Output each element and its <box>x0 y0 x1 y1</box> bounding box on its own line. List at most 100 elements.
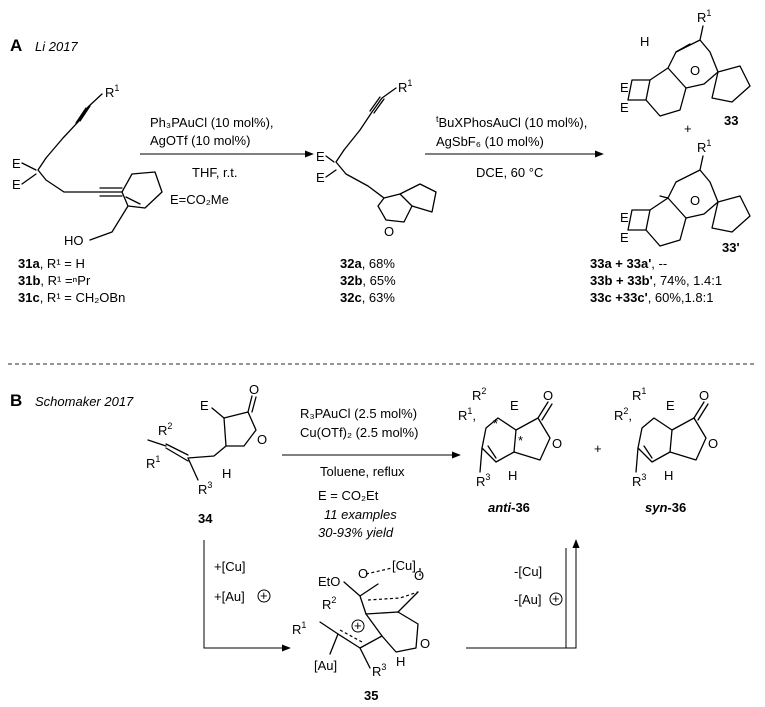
stereo-star-anti-1: * <box>493 416 498 431</box>
compound-31-structure: R1 E E HO <box>12 83 163 248</box>
b-reagent1: R₃PAuCl (2.5 mol%) <box>300 406 417 421</box>
label-31c: 31c, R¹ = CH₂OBn <box>18 290 125 305</box>
section-b: B Schomaker 2017 O O E R2 R1 R3 H 34 R₃P… <box>10 382 718 703</box>
label-32a: 32a, 68% <box>340 256 395 271</box>
compound-34-label: 34 <box>198 511 213 526</box>
ester-e-label-6: E <box>620 100 629 115</box>
step1-solvent: THF, r.t. <box>192 165 238 180</box>
ring-oxygen-35: O <box>420 636 430 651</box>
label-33b: 33b + 33b', 74%, 1.4:1 <box>590 273 722 288</box>
label-31b: 31b, R¹ =ⁿPr <box>18 273 91 288</box>
ester-e-label-2: E <box>12 177 21 192</box>
b-reagent2: Cu(OTf)₂ (2.5 mol%) <box>300 425 418 440</box>
r1-label-33: R1 <box>697 8 711 25</box>
charge-plus-au-add: + <box>260 588 268 603</box>
b-note: E = CO₂Et <box>318 488 379 503</box>
ring-oxygen-anti: O <box>552 436 562 451</box>
b-examples: 11 examples <box>324 507 397 522</box>
section-b-letter: B <box>10 391 22 410</box>
b-yield: 30-93% yield <box>318 525 394 540</box>
ester-e-label-34: E <box>200 398 209 413</box>
compound-32-structure: R1 E E O <box>316 78 437 239</box>
syn-36-label: syn-36 <box>645 500 686 515</box>
r3-label-35: R3 <box>372 662 386 679</box>
compound-33p-label: 33' <box>722 240 740 255</box>
r2-label-syn: R2, <box>614 406 632 423</box>
h-label-syn: H <box>664 468 673 483</box>
carbonyl-oxygen-anti: O <box>543 388 553 403</box>
ester-e-label-8: E <box>620 230 629 245</box>
furan-oxygen: O <box>384 224 394 239</box>
mechanism-arrow-in <box>203 540 291 652</box>
compound-34-structure: O O E R2 R1 R3 H 34 <box>146 382 267 526</box>
ester-e-syn: E <box>666 398 675 413</box>
section-a: A Li 2017 R1 E E HO Ph₃PAuCl (10 m <box>10 8 751 305</box>
carbonyl-oxygen-syn: O <box>699 388 709 403</box>
ester-e-label-3: E <box>316 149 325 164</box>
compound-anti-36-structure: O O E R2 R1, R3 H * * anti-36 <box>458 386 562 515</box>
ester-e-label-7: E <box>620 210 629 225</box>
label-31a: 31a, R¹ = H <box>18 256 85 271</box>
ethoxy-label-35: EtO <box>318 574 340 589</box>
compound-syn-36-structure: O O E R1 R2, R3 H syn-36 <box>614 386 718 515</box>
label-33c: 33c +33c', 60%,1.8:1 <box>590 290 713 305</box>
compound-35-structure: EtO [Cu] O O O [Au] R2 R1 + R3 H 35 <box>292 558 430 703</box>
bridgehead-h-33: H <box>640 34 649 49</box>
ester-e-anti: E <box>510 398 519 413</box>
label-32c: 32c, 63% <box>340 290 395 305</box>
ring-oxygen-34: O <box>257 432 267 447</box>
r3-label-34: R3 <box>198 480 212 497</box>
product-plus-a: + <box>684 121 692 136</box>
section-a-letter: A <box>10 36 22 55</box>
start-material-labels: 31a, R¹ = H 31b, R¹ =ⁿPr 31c, R¹ = CH₂OB… <box>18 256 125 305</box>
intermediate-labels: 32a, 68% 32b, 65% 32c, 63% <box>340 256 396 305</box>
rem-cu-label: -[Cu] <box>514 564 542 579</box>
stereo-star-anti-2: * <box>518 433 523 448</box>
compound-33-structure: R1 H O E E 33 <box>620 8 751 128</box>
r1-label-35: R1 <box>292 620 306 637</box>
r1-label: R1 <box>105 83 119 100</box>
product-plus-b: + <box>594 441 602 456</box>
r1-label-32: R1 <box>398 78 412 95</box>
product-labels: 33a + 33a', -- 33b + 33b', 74%, 1.4:1 33… <box>590 256 722 305</box>
compound-33-label: 33 <box>724 113 738 128</box>
r2-label-34: R2 <box>158 421 172 438</box>
charge-plus-au-rem: + <box>552 591 560 606</box>
step1-note: E=CO₂Me <box>170 192 229 207</box>
rem-au-label: -[Au] <box>514 592 541 607</box>
h-label-anti: H <box>508 468 517 483</box>
r1-label-anti: R1, <box>458 406 476 423</box>
mechanism-arrow-out <box>466 539 580 649</box>
add-au-label: +[Au] <box>214 589 245 604</box>
compound-33p-structure: R1 O E E 33' <box>620 138 751 255</box>
step2-catalyst: tBuXPhosAuCl (10 mol%), <box>436 114 587 130</box>
b-solvent: Toluene, reflux <box>320 464 405 479</box>
section-b-reference: Schomaker 2017 <box>35 394 134 409</box>
ester-e-label-4: E <box>316 170 325 185</box>
ester-e-label-1: E <box>12 156 21 171</box>
label-32b: 32b, 65% <box>340 273 396 288</box>
r2-label-35: R2 <box>322 595 336 612</box>
anti-36-label: anti-36 <box>488 500 530 515</box>
step2-additive: AgSbF₆ (10 mol%) <box>436 134 544 149</box>
ring-oxygen-syn: O <box>708 436 718 451</box>
step2-conditions: DCE, 60 °C <box>476 165 543 180</box>
r1-label-34: R1 <box>146 454 160 471</box>
step1-reagent1: Ph₃PAuCl (10 mol%), <box>150 115 274 130</box>
copper-label-35: [Cu] <box>392 558 416 573</box>
charge-plus-35: + <box>354 618 362 633</box>
step1-reagent2: AgOTf (10 mol%) <box>150 133 250 148</box>
gold-label-35: [Au] <box>314 658 337 673</box>
h-label-34: H <box>222 466 231 481</box>
r2-label-anti: R2 <box>472 386 486 403</box>
r3-label-anti: R3 <box>476 472 490 489</box>
add-cu-label: +[Cu] <box>214 559 245 574</box>
charge-circle-35 <box>351 619 365 633</box>
label-33a: 33a + 33a', -- <box>590 256 667 271</box>
compound-35-label: 35 <box>364 688 378 703</box>
charge-circle-au-add <box>257 589 271 603</box>
hydroxyl-label: HO <box>64 233 84 248</box>
bridge-oxygen-33p: O <box>690 193 700 208</box>
charge-circle-au-rem <box>549 592 563 606</box>
carbonyl-oxygen-34: O <box>249 382 259 397</box>
